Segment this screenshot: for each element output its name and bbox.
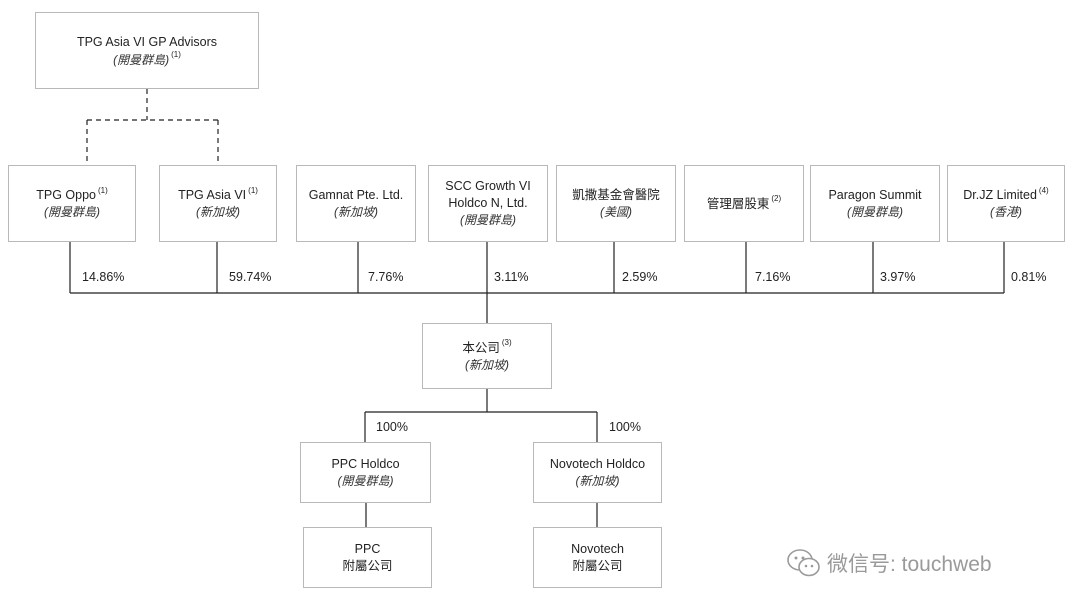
shareholder-box-paragon: Paragon Summit (開曼群島) <box>810 165 940 242</box>
subsidiary-label: 附屬公司 <box>572 558 623 573</box>
shareholder-name-line2: Holdco N, Ltd. <box>448 196 528 210</box>
shareholder-box-kaiser: 凱撒基金會醫院 (美國) <box>556 165 676 242</box>
shareholder-note: (1) <box>97 185 108 195</box>
holdco-box-novotech: Novotech Holdco (新加坡) <box>533 442 662 503</box>
shareholder-box-drjz: Dr.JZ Limited(4) (香港) <box>947 165 1065 242</box>
shareholder-jurisdiction: (香港) <box>990 205 1022 219</box>
company-note: (3) <box>501 338 512 348</box>
shareholder-box-gamnat: Gamnat Pte. Ltd. (新加坡) <box>296 165 416 242</box>
wechat-icon <box>787 549 820 577</box>
holdco-name: Novotech Holdco <box>549 456 646 471</box>
percent-ppc-holdco: 100% <box>376 420 408 434</box>
percent-tpg-oppo: 14.86% <box>82 270 125 284</box>
shareholder-name: Dr.JZ Limited <box>963 188 1037 202</box>
shareholder-box-tpg-oppo: TPG Oppo(1) (開曼群島) <box>8 165 136 242</box>
percent-paragon: 3.97% <box>880 270 916 284</box>
ownership-connectors <box>69 242 1005 527</box>
subsidiary-box-novotech: Novotech 附屬公司 <box>533 527 662 588</box>
subsidiary-name: PPC <box>354 541 381 556</box>
watermark-text: 微信号: touchweb <box>827 553 992 576</box>
shareholder-jurisdiction: (新加坡) <box>334 205 378 219</box>
shareholder-note: (2) <box>771 194 782 204</box>
holdco-box-ppc: PPC Holdco (開曼群島) <box>300 442 431 503</box>
shareholder-jurisdiction: (開曼群島) <box>847 205 903 219</box>
shareholder-note: (4) <box>1038 185 1049 195</box>
holdco-jurisdiction: (開曼群島) <box>337 473 394 488</box>
subsidiary-box-ppc: PPC 附屬公司 <box>303 527 432 588</box>
shareholder-box-tpg-asia-vi: TPG Asia VI(1) (新加坡) <box>159 165 277 242</box>
gp-dashed-connector <box>86 89 219 165</box>
shareholder-jurisdiction: (新加坡) <box>196 205 240 219</box>
company-name: 本公司 <box>462 340 500 355</box>
percent-kaiser: 2.59% <box>622 270 658 284</box>
gp-name: TPG Asia VI GP Advisors <box>76 34 218 49</box>
gp-jurisdiction: (開曼群島) <box>113 52 170 67</box>
shareholder-name: 管理層股東 <box>706 196 770 211</box>
shareholder-name: Paragon Summit <box>828 188 922 202</box>
company-box: 本公司(3) (新加坡) <box>422 323 552 389</box>
holdco-jurisdiction: (新加坡) <box>575 473 620 488</box>
shareholder-name: TPG Oppo <box>36 188 96 202</box>
shareholder-name: 凱撒基金會醫院 <box>572 188 660 202</box>
holdco-name: PPC Holdco <box>331 456 400 471</box>
subsidiary-label: 附屬公司 <box>342 558 393 573</box>
percent-management: 7.16% <box>755 270 791 284</box>
shareholder-name: SCC Growth VI <box>445 179 531 193</box>
percent-gamnat: 7.76% <box>368 270 404 284</box>
shareholder-jurisdiction: (開曼群島) <box>44 205 100 219</box>
shareholder-note: (1) <box>248 185 258 195</box>
shareholder-name: TPG Asia VI <box>178 188 247 202</box>
shareholder-box-scc-growth: SCC Growth VI Holdco N, Ltd. (開曼群島) <box>428 165 548 242</box>
subsidiary-name: Novotech <box>571 541 624 556</box>
percent-tpg-asia-vi: 59.74% <box>229 270 272 284</box>
percent-novotech-holdco: 100% <box>609 420 641 434</box>
gp-advisors-box: TPG Asia VI GP Advisors (開曼群島)(1) <box>35 12 259 89</box>
percent-drjz: 0.81% <box>1011 270 1047 284</box>
percent-scc-growth: 3.11% <box>494 270 529 284</box>
shareholder-jurisdiction: (開曼群島) <box>460 213 516 227</box>
shareholder-jurisdiction: (美國) <box>600 205 632 219</box>
shareholder-name: Gamnat Pte. Ltd. <box>308 188 404 202</box>
company-jurisdiction: (新加坡) <box>465 357 509 372</box>
shareholder-box-management: 管理層股東(2) <box>684 165 804 242</box>
watermark: 微信号: touchweb <box>787 548 992 578</box>
gp-note: (1) <box>171 50 181 60</box>
